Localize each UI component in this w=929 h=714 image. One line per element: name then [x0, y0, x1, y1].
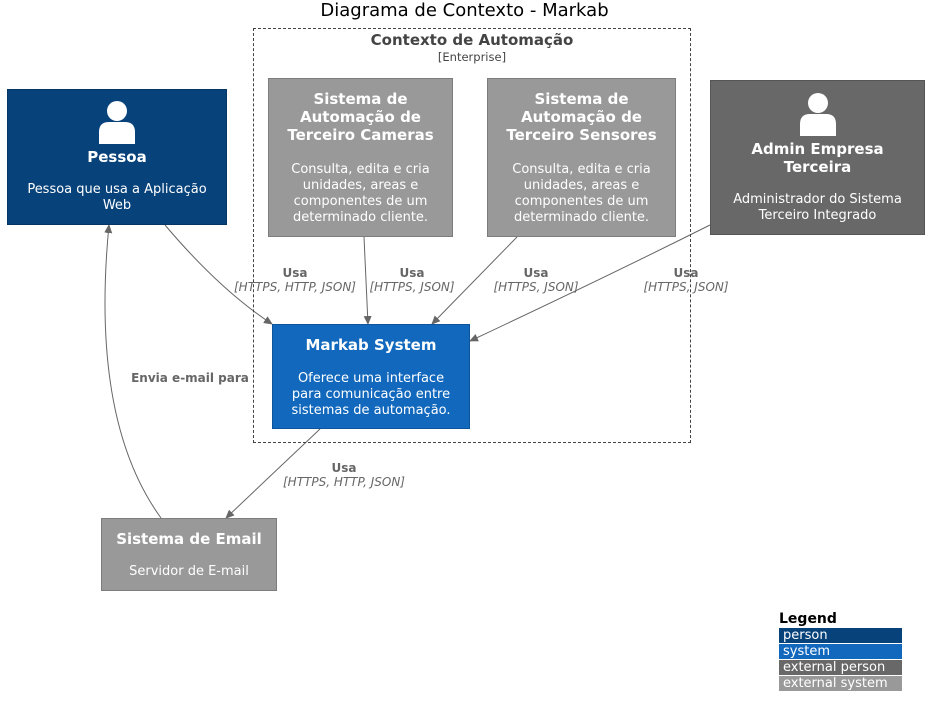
- relation-label-pessoa-markab: Usa [HTTPS, HTTP, JSON]: [225, 266, 365, 294]
- relation-technology: [HTTPS, HTTP, JSON]: [282, 475, 405, 489]
- diagram-title: Diagrama de Contexto - Markab: [320, 0, 609, 21]
- relation-technology: [HTTPS, JSON]: [493, 280, 579, 294]
- relation-technology: [HTTPS, JSON]: [643, 280, 729, 294]
- element-description: Consulta, edita e cria unidades, areas e…: [291, 162, 430, 225]
- element-description: Servidor de E-mail: [129, 564, 249, 579]
- person-icon: [799, 93, 836, 136]
- legend-title: Legend: [779, 611, 837, 627]
- element-name: Markab System: [305, 336, 437, 354]
- legend-item-person: person: [779, 628, 902, 643]
- element-description: Administrador do Sistema Terceiro Integr…: [733, 192, 902, 223]
- relation-label-markab-email: Usa [HTTPS, HTTP, JSON]: [274, 461, 414, 489]
- relation-label-sensores-markab: Usa [HTTPS, JSON]: [486, 266, 586, 294]
- legend-item-system: system: [779, 644, 902, 659]
- edge-sensores-markab: [431, 236, 518, 325]
- person-icon: [99, 101, 135, 144]
- legend: Legend person system external person ext…: [779, 611, 902, 691]
- relation-label-cameras-markab: Usa [HTTPS, JSON]: [362, 266, 462, 294]
- relation-label: Usa: [282, 266, 308, 280]
- relation-label-email-pessoa: Envia e-mail para: [122, 371, 258, 385]
- relation-technology: [HTTPS, JSON]: [369, 280, 455, 294]
- external-person-admin[interactable]: Admin Empresa Terceira Administrador do …: [710, 80, 925, 235]
- boundary-title: Contexto de Automação: [370, 31, 574, 49]
- external-system-sensores[interactable]: Sistema de Automação de Terceiro Sensore…: [487, 78, 676, 237]
- element-name: Sistema de Automação de Terceiro Cameras: [287, 90, 434, 144]
- element-name: Sistema de Email: [116, 530, 262, 548]
- person-pessoa[interactable]: Pessoa Pessoa que usa a Aplicação Web: [7, 89, 227, 225]
- edge-markab-email: [225, 428, 321, 519]
- external-system-cameras[interactable]: Sistema de Automação de Terceiro Cameras…: [268, 78, 453, 237]
- edge-cameras-markab: [363, 236, 372, 325]
- element-name: Sistema de Automação de Terceiro Sensore…: [506, 90, 657, 144]
- edge-email-pessoa: [104, 224, 162, 519]
- relation-label: Usa: [399, 266, 425, 280]
- relation-label: Usa: [523, 266, 549, 280]
- edge-pessoa-markab: [164, 224, 273, 325]
- relation-label-admin-markab: Usa [HTTPS, JSON]: [636, 266, 736, 294]
- relation-label: Envia e-mail para: [131, 371, 249, 385]
- edge-admin-markab: [469, 224, 711, 342]
- enterprise-boundary: Contexto de Automação [Enterprise]: [253, 28, 691, 443]
- element-description: Consulta, edita e cria unidades, areas e…: [512, 162, 651, 225]
- system-markab[interactable]: Markab System Oferece uma interface para…: [272, 324, 470, 429]
- relation-label: Usa: [331, 461, 357, 475]
- element-description: Pessoa que usa a Aplicação Web: [27, 182, 207, 213]
- external-system-email[interactable]: Sistema de Email Servidor de E-mail: [101, 518, 277, 591]
- relation-label: Usa: [673, 266, 699, 280]
- legend-item-external-person: external person: [779, 660, 902, 675]
- element-name: Pessoa: [87, 148, 147, 166]
- boundary-type: [Enterprise]: [437, 50, 507, 64]
- element-name: Admin Empresa Terceira: [751, 140, 884, 176]
- element-description: Oferece uma interface para comunicação e…: [291, 371, 451, 418]
- legend-item-external-system: external system: [779, 676, 902, 691]
- relation-technology: [HTTPS, HTTP, JSON]: [233, 280, 356, 294]
